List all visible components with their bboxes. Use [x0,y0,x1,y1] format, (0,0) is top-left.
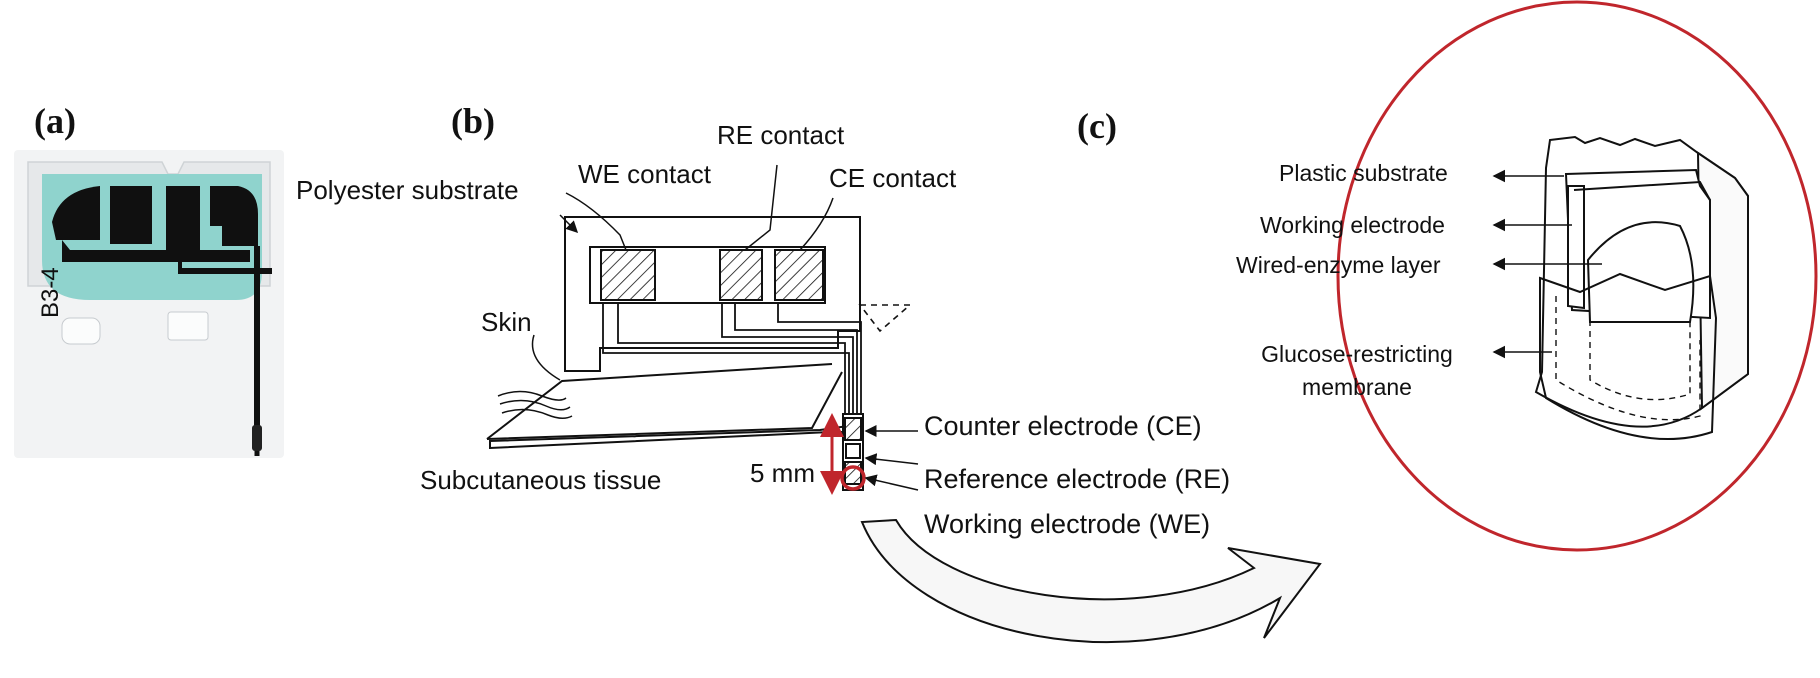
label-working-electrode: Working electrode (WE) [924,509,1211,539]
label-scale-5mm: 5 mm [750,458,815,488]
electrode-layers-3d [1534,135,1749,441]
label-glucose-membrane-line2: membrane [1302,374,1412,400]
trace-lines [602,303,862,414]
sensor-photo [14,150,284,458]
sensor-photo-label: B3-4 [37,267,64,318]
label-glucose-membrane: Glucose-restricting membrane [1240,340,1474,401]
panel-a-letter: (a) [34,101,76,141]
substrate-outline [564,216,913,372]
skin-tissue [486,363,849,450]
needle-electrodes [842,413,864,491]
panel-b-letter: (b) [451,101,495,141]
contact-pads [589,246,826,304]
label-subcutaneous-tissue: Subcutaneous tissue [420,465,662,495]
leader-lines-c [1492,169,1602,359]
label-polyester-substrate: Polyester substrate [296,175,519,205]
label-wired-enzyme-layer: Wired-enzyme layer [1236,252,1441,278]
label-re-contact: RE contact [717,120,845,150]
label-we-contact: WE contact [578,159,711,189]
label-reference-electrode: Reference electrode (RE) [924,464,1231,494]
label-glucose-membrane-line1: Glucose-restricting [1261,341,1453,367]
label-counter-electrode: Counter electrode (CE) [924,411,1202,441]
zoom-arrow [860,518,1322,644]
label-working-electrode-c: Working electrode [1260,212,1445,238]
magnified-view-circle [1336,0,1818,552]
label-skin: Skin [481,307,532,337]
panel-c-letter: (c) [1077,106,1117,146]
label-plastic-substrate: Plastic substrate [1279,160,1448,186]
leader-lines-b [531,164,919,491]
label-ce-contact: CE contact [829,163,957,193]
